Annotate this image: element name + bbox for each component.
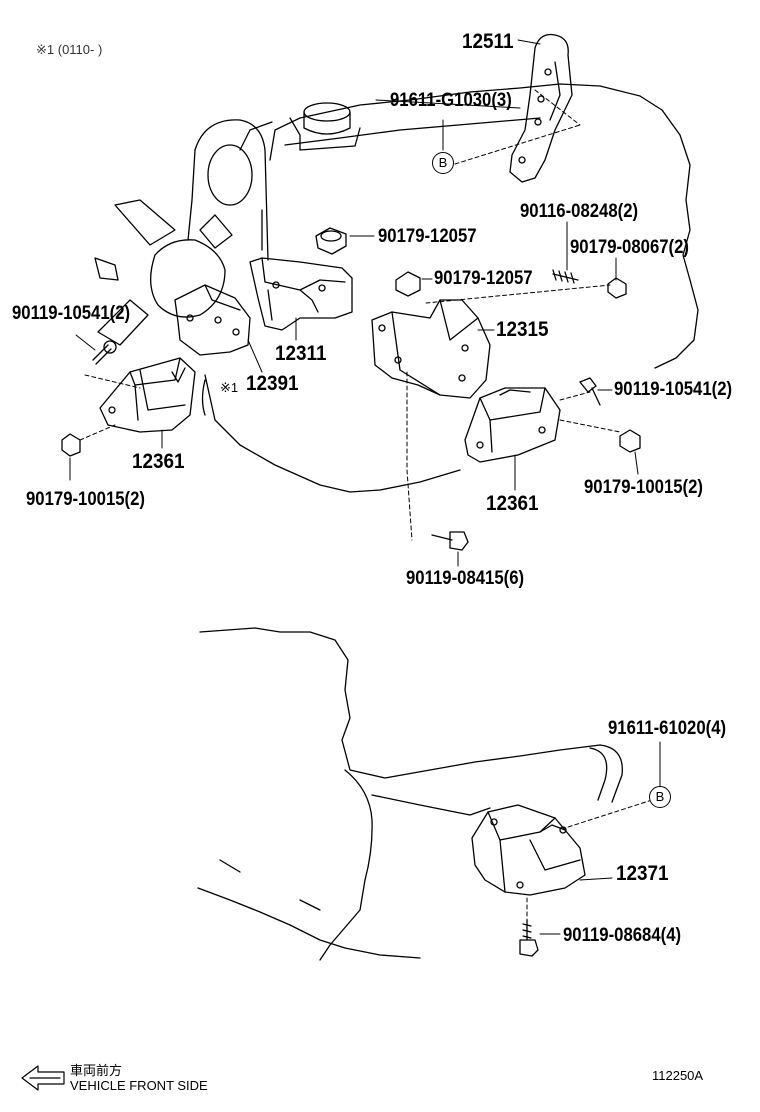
callout-12391[interactable]: 12391 <box>246 372 299 395</box>
fastener-nut-08067 <box>607 277 627 299</box>
cooling-fan <box>94 199 233 346</box>
callout-91611-61020[interactable]: 91611-61020(4) <box>608 718 727 739</box>
figure-code: 112250A <box>652 1068 704 1083</box>
fastener-nut-12057-b <box>395 271 421 297</box>
bracket-12315 <box>371 299 491 399</box>
callout-90119-08415[interactable]: 90119-08415(6) <box>406 568 525 589</box>
callout-12311[interactable]: 12311 <box>275 342 327 365</box>
callout-90119-10541-left[interactable]: 90119-10541(2) <box>12 303 131 324</box>
vehicle-front-label-en: VEHICLE FRONT SIDE <box>70 1078 208 1093</box>
fastener-nut-12057-a <box>315 227 347 255</box>
insulator-12361-left <box>99 357 196 433</box>
callout-12511[interactable]: 12511 <box>462 30 514 53</box>
callout-12371[interactable]: 12371 <box>616 862 669 885</box>
header-note: ※1 (0110- ) <box>36 42 103 57</box>
oil-cap <box>289 102 361 151</box>
callout-90179-10015-right[interactable]: 90179-10015(2) <box>584 477 703 498</box>
callout-90179-12057-a[interactable]: 90179-12057 <box>378 226 477 247</box>
fastener-nut-10015-left <box>61 433 81 457</box>
callout-12391-mark: ※1 <box>220 380 239 395</box>
callout-91611-g1030[interactable]: 91611-G1030(3) <box>390 90 512 111</box>
fastener-bolt-10541-left <box>92 340 117 365</box>
insulator-12371 <box>471 804 586 896</box>
dashed-assembly-lines-lower <box>526 799 653 921</box>
fastener-bolt-10541-right <box>579 377 601 406</box>
callout-90119-08684[interactable]: 90119-08684(4) <box>563 925 682 946</box>
fastener-bolt-08415 <box>431 531 469 551</box>
hanger-12511 <box>509 33 573 183</box>
callout-90116-08248[interactable]: 90116-08248(2) <box>520 201 639 222</box>
fastener-stud-08248 <box>552 269 579 284</box>
callout-90179-08067[interactable]: 90179-08067(2) <box>570 237 689 258</box>
transmission-outline <box>197 627 623 961</box>
ref-marker-b-bottom[interactable]: B <box>649 786 671 808</box>
callout-12315[interactable]: 12315 <box>496 318 549 341</box>
bracket-12311 <box>249 257 353 331</box>
leader-lines-lower <box>539 741 661 935</box>
fan-shroud <box>187 119 269 416</box>
leader-lines-upper <box>69 39 639 567</box>
bracket-12391 <box>174 284 251 356</box>
fastener-bolt-08684 <box>519 919 539 957</box>
dashed-assembly-lines-upper <box>79 89 621 541</box>
engine-block-outline <box>204 83 699 493</box>
fastener-nut-10015-right <box>619 429 641 453</box>
callout-12361-left[interactable]: 12361 <box>132 450 185 473</box>
callout-90179-10015-left[interactable]: 90179-10015(2) <box>26 489 145 510</box>
vehicle-front-arrow-icon <box>21 1065 65 1091</box>
callout-90119-10541-right[interactable]: 90119-10541(2) <box>614 379 733 400</box>
insulator-12361-right <box>464 387 561 463</box>
vehicle-front-label-jp: 車両前方 <box>70 1063 123 1078</box>
callout-90179-12057-b[interactable]: 90179-12057 <box>434 268 533 289</box>
callout-12361-right[interactable]: 12361 <box>486 492 539 515</box>
ref-marker-b-top[interactable]: B <box>432 152 454 174</box>
